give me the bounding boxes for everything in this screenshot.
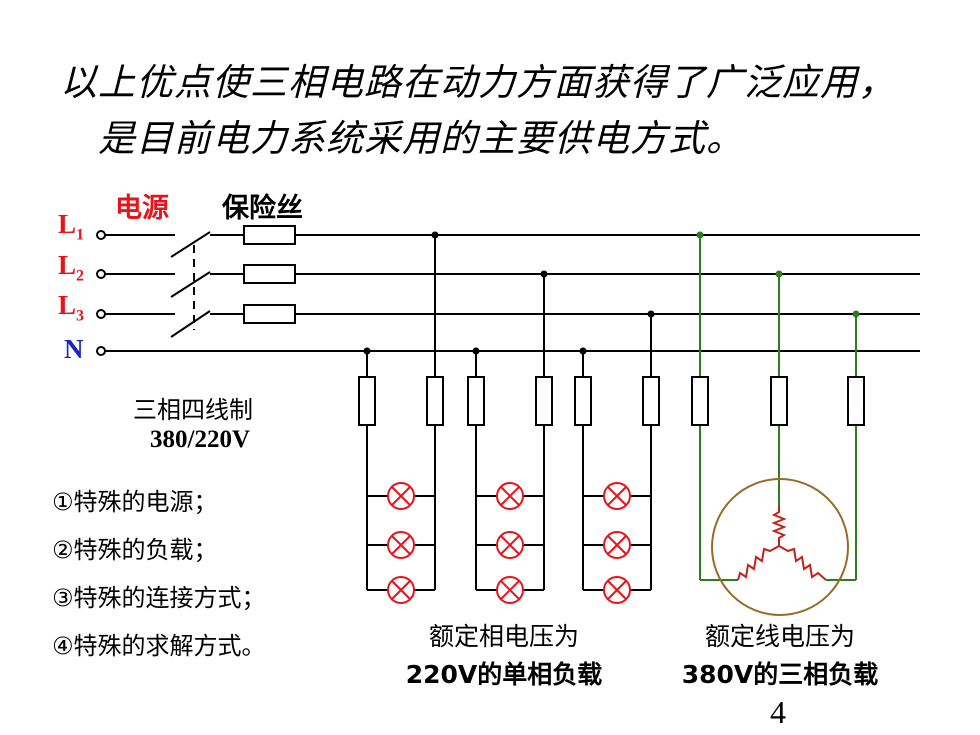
phase-letter-L3: L — [58, 290, 77, 320]
phase-letter-L1: L — [58, 209, 77, 239]
lamp-icon — [496, 482, 524, 510]
single-phase-caption-line1: 额定相电压为 — [428, 622, 579, 651]
terminal-L3 — [96, 309, 106, 319]
bus-lines — [105, 234, 920, 352]
phase-sub-L2: 2 — [76, 267, 85, 285]
motor-junction-dots — [696, 231, 860, 318]
phase-letter-L2: L — [58, 250, 77, 280]
source-terminals — [96, 230, 106, 356]
lamp-icon — [496, 531, 524, 559]
feature-1: ①特殊的电源； — [52, 488, 218, 516]
terminal-L2 — [96, 269, 106, 279]
motor-circle — [711, 478, 849, 616]
fuse-label: 保险丝 — [222, 193, 303, 224]
lamp-icon — [387, 576, 415, 604]
single-phase-caption-line2: 220V的单相负载 — [405, 660, 603, 689]
terminal-L1 — [96, 230, 106, 240]
lamps — [387, 482, 631, 604]
feature-2: ②特殊的负载； — [52, 536, 218, 564]
lamp-icon — [603, 531, 631, 559]
phase-label-L1: L1 — [58, 209, 84, 244]
feature-4: ④特殊的求解方式。 — [52, 632, 266, 660]
fuse-L3 — [243, 304, 296, 324]
fuse-L1 — [243, 225, 296, 245]
lamp-icon — [603, 576, 631, 604]
star-windings — [737, 505, 827, 581]
neutral-label: N — [64, 334, 84, 364]
system-label: 三相四线制 — [133, 396, 253, 424]
single-phase-caption: 额定相电压为 220V的单相负载 — [384, 618, 624, 694]
single-phase-fuses — [358, 376, 660, 426]
junction-dots — [363, 231, 655, 355]
three-phase-caption-line1: 额定线电压为 — [704, 622, 855, 651]
title-line-2: 是目前电力系统采用的主要供电方式。 — [98, 117, 744, 160]
phase-label-L3: L3 — [58, 290, 84, 325]
fuse-L2 — [243, 264, 296, 284]
page-number: 4 — [770, 694, 786, 730]
lamp-icon — [387, 531, 415, 559]
three-pole-switch — [170, 231, 211, 338]
phase-sub-L3: 3 — [76, 307, 85, 325]
lamp-icon — [496, 576, 524, 604]
line-fuses — [243, 225, 296, 324]
three-phase-caption: 额定线电压为 380V的三相负载 — [660, 618, 900, 694]
title-line-1: 以上优点使三相电路在动力方面获得了广泛应用， — [60, 61, 896, 104]
terminal-N — [96, 346, 106, 356]
phase-sub-L1: 1 — [76, 226, 85, 244]
source-label: 电源 — [115, 193, 169, 224]
feature-3: ③特殊的连接方式； — [52, 584, 266, 612]
three-phase-fuses — [691, 376, 865, 426]
lamp-icon — [603, 482, 631, 510]
voltage-label: 380/220V — [150, 426, 250, 453]
source-leads — [105, 234, 175, 315]
lamp-icon — [387, 482, 415, 510]
three-phase-caption-line2: 380V的三相负载 — [681, 660, 879, 689]
phase-label-L2: L2 — [58, 250, 84, 285]
